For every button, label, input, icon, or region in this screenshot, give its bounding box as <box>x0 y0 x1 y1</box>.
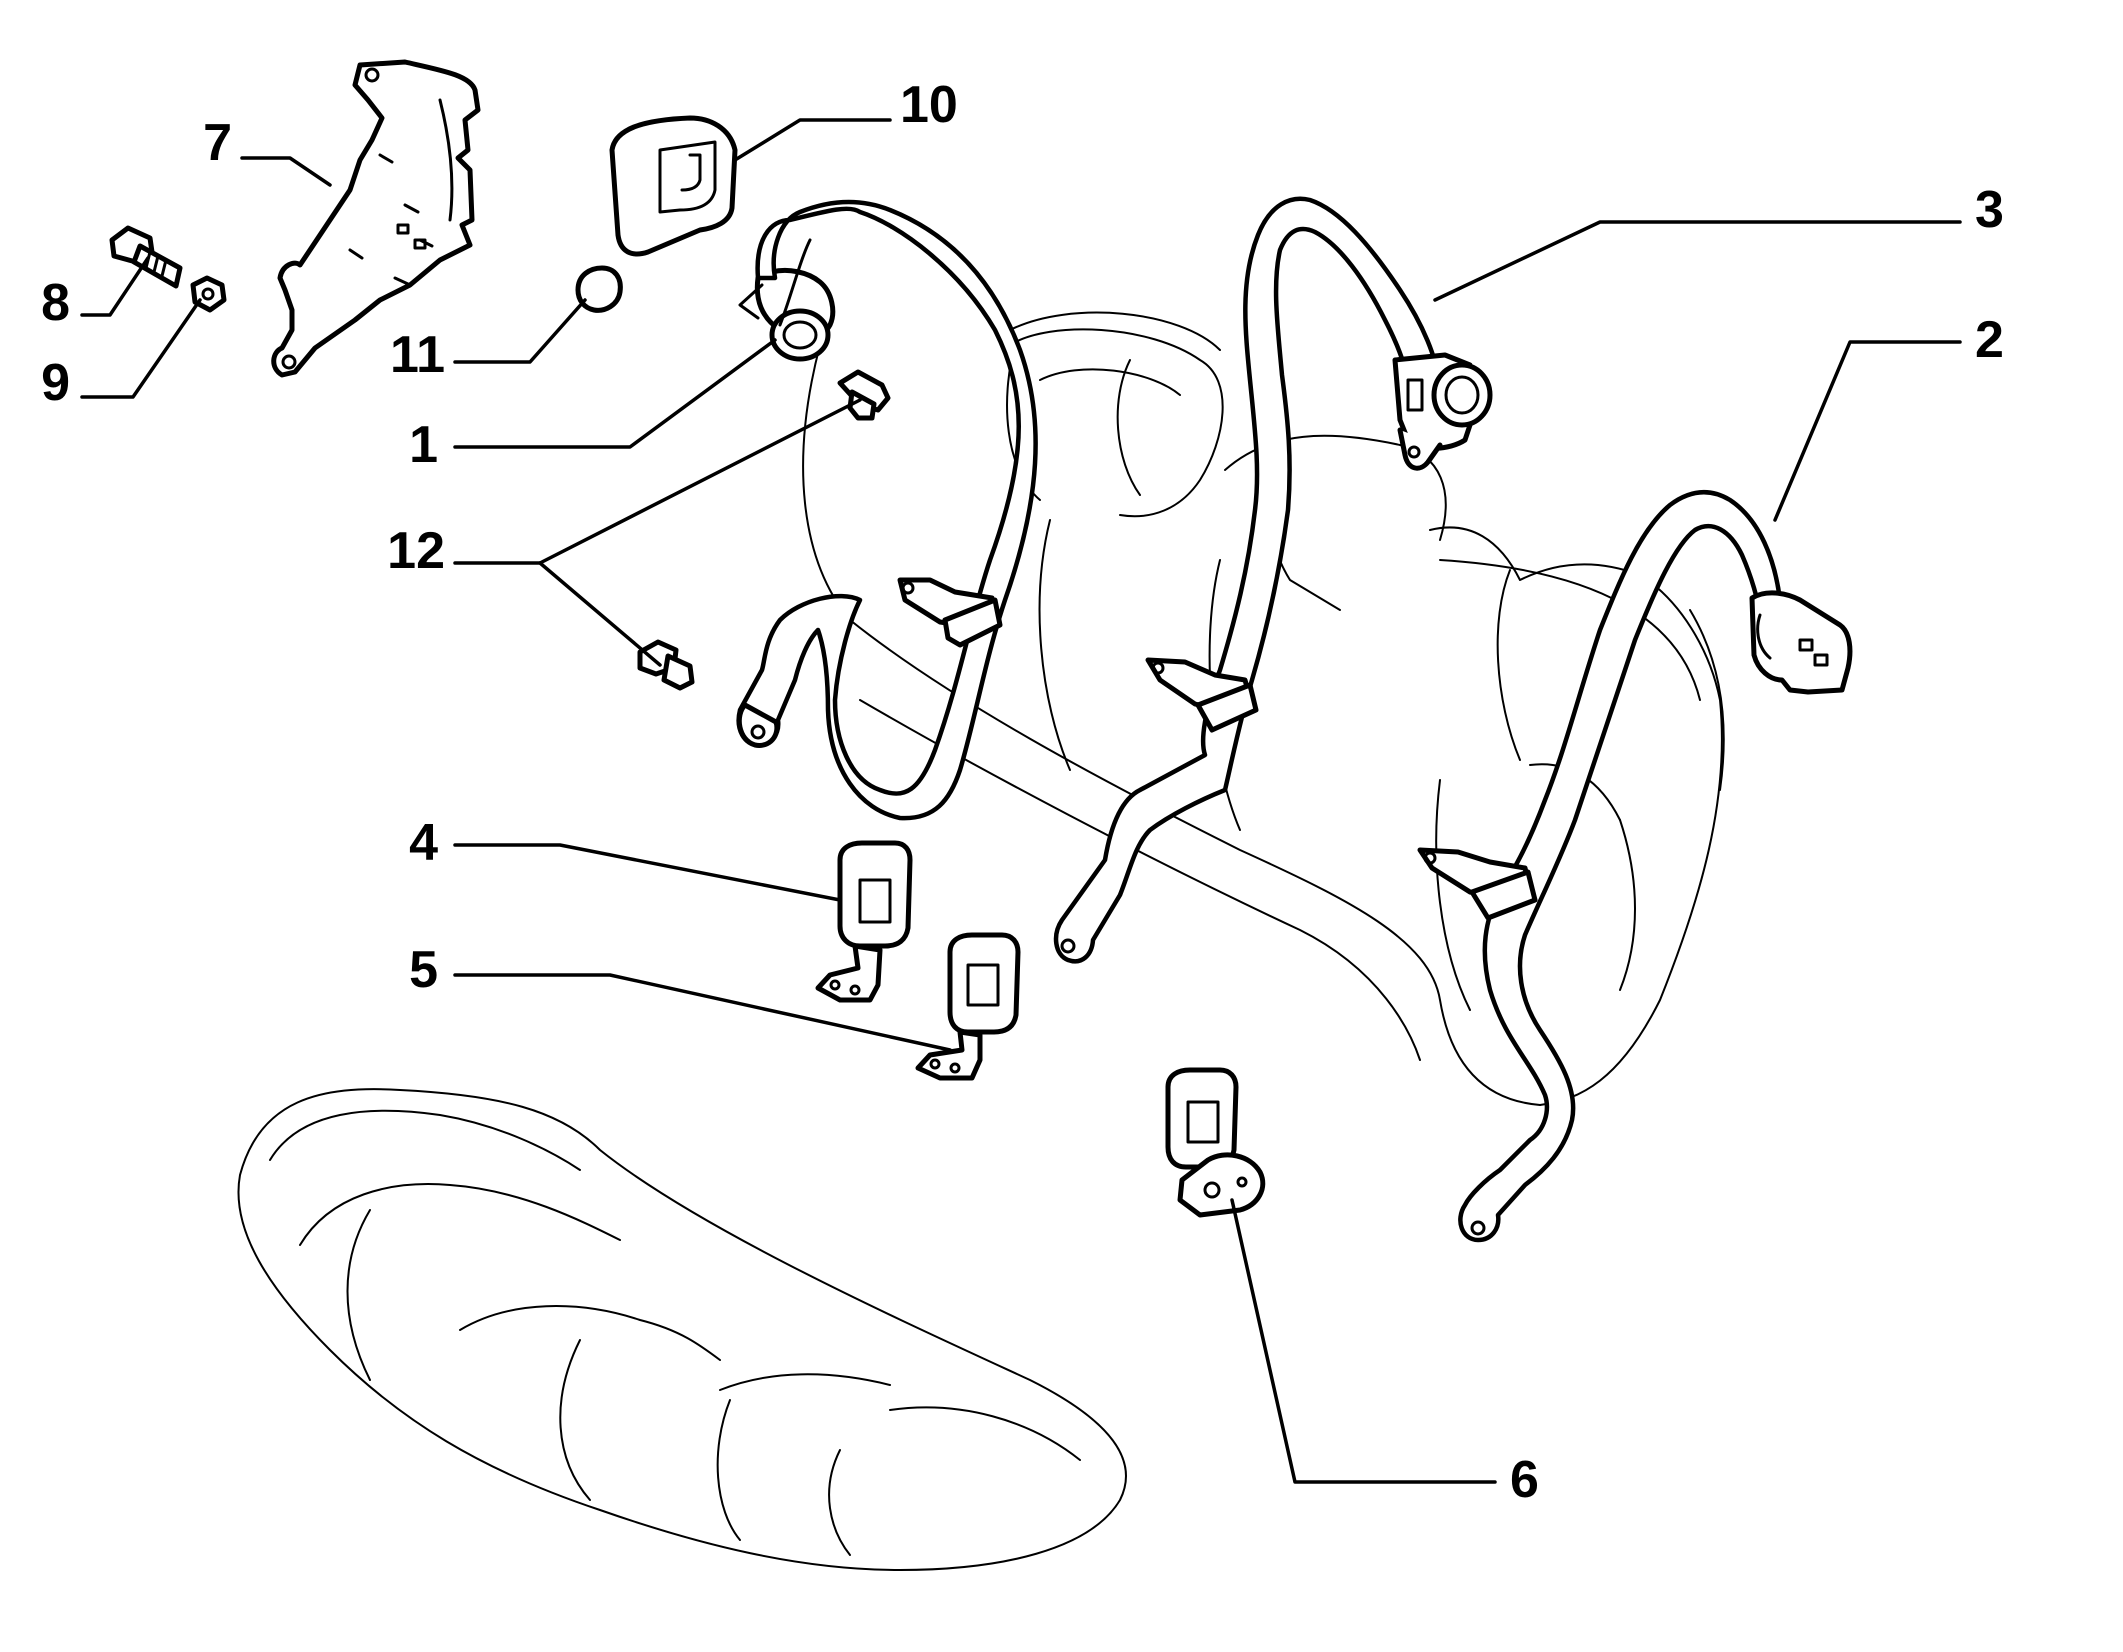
center-seat-belt-part-3 <box>1053 196 1493 964</box>
callout-3: 3 <box>1975 181 2004 239</box>
callout-9: 9 <box>41 354 70 412</box>
bolt-part-8 <box>109 225 183 289</box>
callout-7: 7 <box>203 114 232 172</box>
buckle-part-4 <box>815 840 913 1003</box>
retractor-part-1 <box>738 267 836 362</box>
cover-part-10 <box>609 115 738 257</box>
leader-lines <box>80 118 1962 1484</box>
nut-part-9 <box>190 275 227 313</box>
bolt-part-12-upper <box>837 369 891 421</box>
left-seat-belt-webbing <box>736 199 1038 821</box>
right-seat-belt-part-2 <box>1417 489 1853 1243</box>
callout-8: 8 <box>41 274 70 332</box>
callout-1: 1 <box>409 416 438 474</box>
bracket-part-7 <box>271 59 481 378</box>
rear-seat-backrest <box>802 311 1725 1106</box>
callout-11: 11 <box>390 326 445 384</box>
callout-4: 4 <box>409 814 438 872</box>
buckle-part-5 <box>915 932 1021 1081</box>
callout-5: 5 <box>409 941 438 999</box>
cap-part-11 <box>575 265 623 313</box>
callout-6: 6 <box>1510 1451 1539 1509</box>
buckle-part-6 <box>1165 1067 1266 1218</box>
callout-10: 10 <box>900 76 958 134</box>
callout-2: 2 <box>1975 311 2004 369</box>
callout-labels: 1 2 3 4 5 6 7 8 9 10 11 12 <box>41 76 2004 1509</box>
rear-seat-cushion <box>237 1088 1127 1571</box>
callout-12: 12 <box>387 522 445 580</box>
bolt-part-12-lower <box>637 639 695 691</box>
